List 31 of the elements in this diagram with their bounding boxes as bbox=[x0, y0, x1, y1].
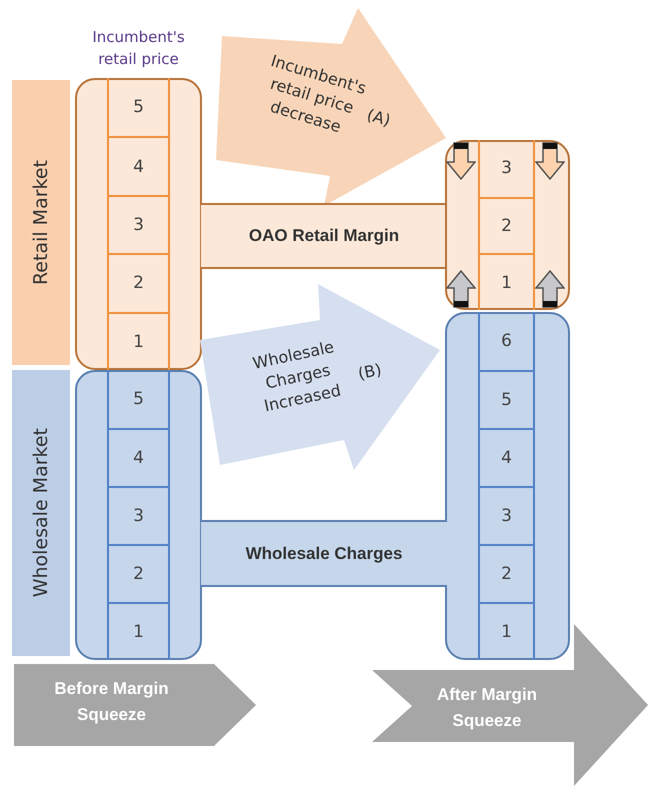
arrow-tag: (B) bbox=[356, 360, 384, 384]
market-band bbox=[12, 370, 70, 656]
price-step-cell: 4 bbox=[107, 428, 170, 486]
price-step-cell: 3 bbox=[478, 140, 535, 197]
price-step-cell: 5 bbox=[107, 370, 170, 428]
market-band bbox=[12, 80, 70, 365]
price-step-cell: 5 bbox=[478, 370, 535, 428]
price-step-cell: 2 bbox=[478, 544, 535, 602]
price-step-cell: 1 bbox=[107, 602, 170, 660]
price-step-cell: 1 bbox=[478, 253, 535, 310]
margin-bar: OAO Retail Margin bbox=[201, 203, 447, 269]
price-step-cell: 2 bbox=[107, 253, 170, 312]
band-label: Wholesale Market bbox=[30, 428, 52, 598]
block-arrow bbox=[446, 270, 476, 308]
price-step-cell: 5 bbox=[107, 78, 170, 136]
column-heading: Incumbent's retail price bbox=[91, 27, 186, 70]
price-step-cell: 2 bbox=[478, 196, 535, 254]
price-step-cell: 3 bbox=[107, 194, 170, 254]
arrow-label: After Margin Squeeze bbox=[436, 684, 538, 732]
price-step-cell: 3 bbox=[478, 486, 535, 544]
arrow-tag: (A) bbox=[364, 105, 393, 130]
price-step-cell: 6 bbox=[478, 312, 535, 370]
margin-bar: Wholesale Charges bbox=[201, 520, 447, 587]
block-arrow bbox=[446, 142, 476, 180]
arrow-label: Before Margin Squeeze bbox=[53, 678, 170, 726]
price-step-cell: 3 bbox=[107, 486, 170, 544]
price-step-cell: 4 bbox=[478, 428, 535, 486]
price-step-cell: 4 bbox=[107, 136, 170, 195]
band-label: Retail Market bbox=[30, 160, 52, 286]
price-step-cell: 1 bbox=[478, 602, 535, 660]
price-step-cell: 2 bbox=[107, 544, 170, 602]
